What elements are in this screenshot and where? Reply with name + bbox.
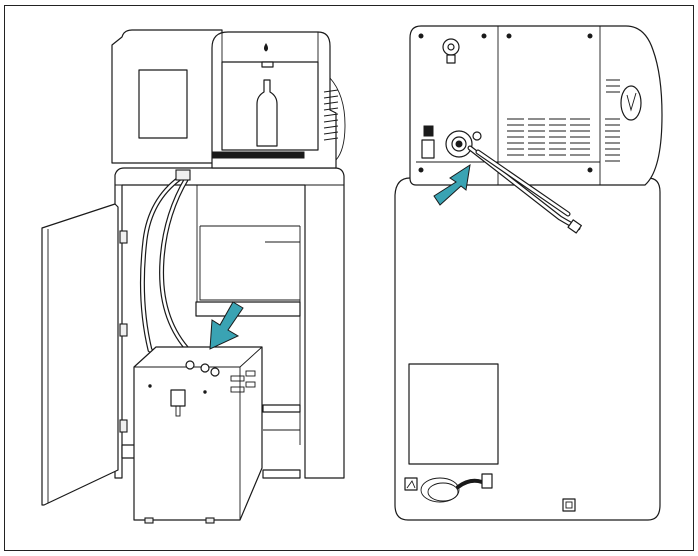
water-tank bbox=[133, 346, 263, 524]
left-panel bbox=[41, 29, 346, 524]
tank-fitting-1 bbox=[185, 360, 195, 370]
supply-hoses bbox=[139, 169, 215, 369]
drip-tray bbox=[211, 151, 305, 159]
tank-fitting-2 bbox=[200, 363, 210, 373]
door-hinge-bottom bbox=[119, 419, 128, 433]
rear-dispenser-unit bbox=[409, 25, 663, 186]
side-vents bbox=[323, 89, 339, 141]
cabinet-door bbox=[41, 203, 128, 506]
rear-vents bbox=[507, 79, 620, 162]
drain-hose bbox=[467, 145, 582, 234]
water-drop-icon bbox=[264, 43, 268, 52]
tank-fitting-3 bbox=[210, 367, 220, 377]
tank-valve bbox=[170, 389, 186, 407]
hose-port bbox=[445, 130, 482, 158]
arrow-icon bbox=[209, 301, 244, 350]
display-window bbox=[138, 69, 188, 139]
arrow-icon bbox=[433, 163, 471, 206]
door-hinge-top bbox=[119, 230, 128, 244]
power-socket-icon bbox=[404, 477, 418, 491]
right-panel bbox=[394, 25, 663, 521]
hose-connector bbox=[175, 169, 191, 181]
brand-emblem bbox=[620, 85, 642, 121]
power-switch-icon bbox=[423, 125, 434, 137]
rear-fitting bbox=[442, 38, 460, 64]
access-panel bbox=[408, 363, 499, 465]
door-hinge-middle bbox=[119, 323, 128, 337]
dispenser-unit bbox=[111, 29, 346, 169]
base-cabinet bbox=[114, 167, 345, 479]
hose-end bbox=[567, 219, 582, 234]
rear-base-cabinet bbox=[394, 177, 661, 521]
bottle-icon bbox=[256, 79, 278, 147]
cable-plug bbox=[481, 473, 493, 489]
dispensing-nozzle bbox=[261, 61, 274, 68]
